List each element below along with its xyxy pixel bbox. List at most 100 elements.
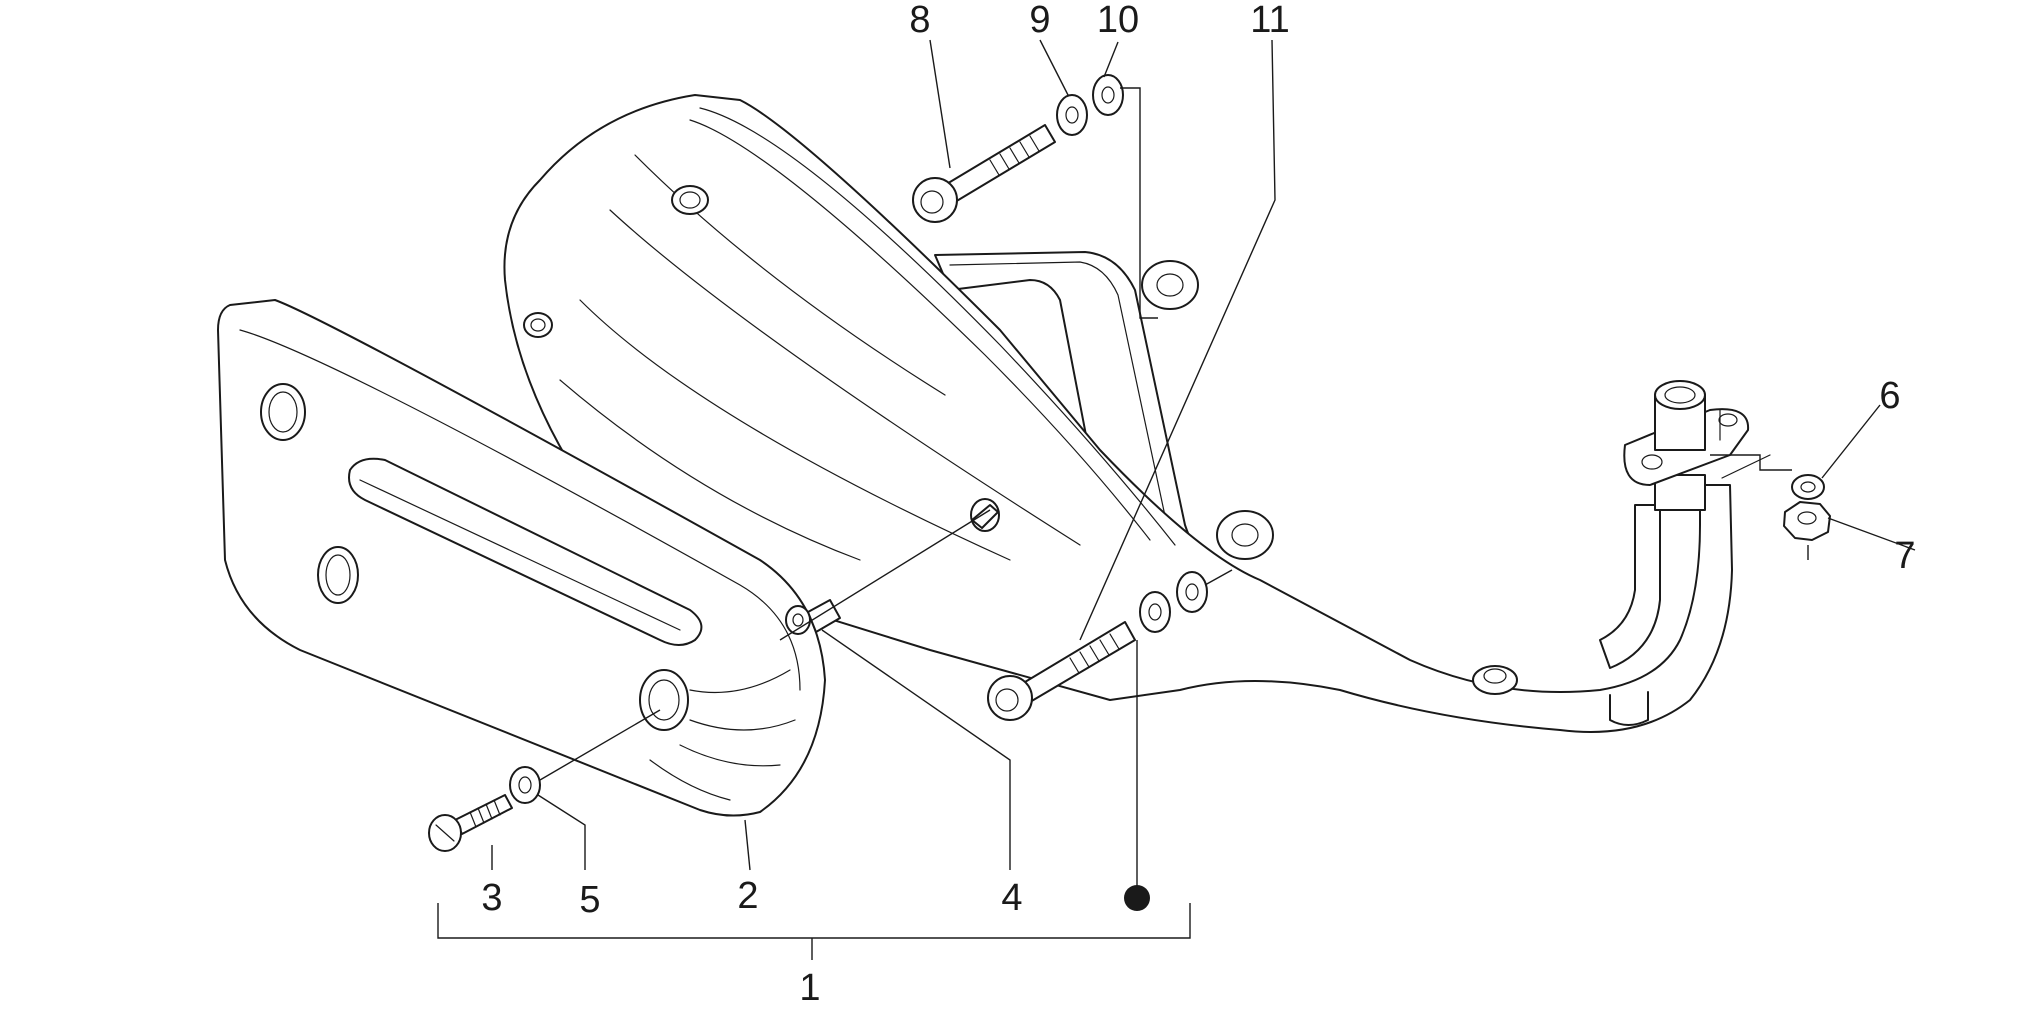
washer-5-inner (518, 776, 532, 794)
muffler-tail-nub (1472, 665, 1518, 695)
washer-5-outer (509, 766, 541, 804)
callout-7: 7 (1894, 535, 1915, 577)
spacer-4-washer (785, 605, 811, 635)
muffler-seam-inner (689, 119, 1151, 541)
muffler-outlet-stub (1609, 691, 1649, 726)
leader-2 (744, 819, 751, 871)
bracket-bushing-upper (1141, 260, 1199, 310)
bolt-8-threads (989, 135, 1040, 176)
heat-shield-inner-rim (239, 329, 801, 691)
bullet-marker (1124, 885, 1150, 911)
nut-7-body (1783, 501, 1831, 541)
washer-6 (1791, 474, 1825, 500)
callout-8: 8 (909, 0, 930, 41)
muffler-contour-2 (609, 209, 1081, 546)
leader-6 (1821, 404, 1881, 479)
callout-9: 9 (1029, 0, 1050, 41)
washer-6-inner (1800, 481, 1816, 493)
heat-shield-hole-top-inner (268, 391, 298, 433)
leader-5 (537, 794, 586, 870)
leader-7 (1827, 517, 1916, 551)
heat-shield (217, 299, 826, 817)
heat-shield-hole-top (260, 383, 306, 441)
assembly-bracket-1 (437, 903, 1191, 960)
muffler-contour-3 (634, 154, 946, 396)
lower-washers (1139, 571, 1208, 633)
bracket-bushing-lower (1216, 510, 1274, 560)
callout-1: 1 (799, 967, 820, 1009)
heat-shield-slot-lip (359, 479, 681, 631)
muffler-boss-top-hole (679, 191, 701, 209)
nut-7-bore (1797, 511, 1817, 525)
lower-washer-a-inner (1148, 603, 1162, 621)
muffler-bracket-edge (949, 261, 1169, 531)
assembly-axis-spacer-4 (779, 509, 991, 641)
spacer-4-washer-hole (792, 613, 804, 627)
header-flange-lead (1719, 409, 1771, 479)
spacer-4 (785, 498, 1000, 635)
callout-2: 2 (737, 875, 758, 917)
bolt-8 (912, 124, 1056, 223)
screw-3-slot (435, 824, 455, 842)
leader-9 (1039, 39, 1069, 96)
heat-shield-hole-bottom-inner (648, 679, 680, 721)
bolt-8-shank (944, 124, 1056, 203)
leader-10 (1103, 41, 1119, 78)
washer-9-inner (1065, 106, 1079, 124)
header-pipe-tube (1599, 504, 1661, 669)
heat-shield-fan-1 (689, 669, 791, 694)
leader-11 (1079, 39, 1276, 641)
muffler-boss-left (523, 312, 553, 338)
assembly-axis-nut (1710, 454, 1809, 560)
lower-washer-a (1139, 591, 1171, 633)
washer-9-outer (1056, 94, 1088, 136)
assembly-axis-lower-bolt (1204, 569, 1233, 586)
heat-shield-hole-middle (317, 546, 359, 604)
callout-6: 6 (1879, 375, 1900, 417)
washer-9 (1056, 94, 1088, 136)
leader-4 (821, 629, 1011, 870)
lower-washer-b (1176, 571, 1208, 613)
heat-shield-fan-4 (649, 759, 731, 801)
muffler-contour-1 (579, 299, 1011, 561)
callout-4: 4 (1001, 877, 1022, 919)
nut-7 (1783, 501, 1831, 541)
heat-shield-hole-middle-inner (325, 554, 351, 596)
assembly-axis-bolt-8 (1120, 87, 1158, 319)
lower-bolt-head-socket (995, 688, 1019, 712)
callout-3: 3 (481, 877, 502, 919)
washer-10-outer (1092, 74, 1124, 116)
washer-5 (509, 766, 541, 804)
callout-5: 5 (579, 879, 600, 921)
bracket-bushing-lower-hole (1231, 523, 1259, 547)
muffler-tail-nub-hole (1483, 668, 1507, 684)
muffler-contour-4 (559, 379, 861, 561)
lower-bolt-threads (1069, 633, 1120, 674)
leader-8 (929, 39, 951, 169)
assembly-axis-screw-3 (539, 709, 661, 781)
header-flange-hole-left (1641, 454, 1663, 470)
washer-6-outer (1791, 474, 1825, 500)
exhaust-header-pipe (1599, 380, 1771, 669)
header-pipe-collar (1654, 474, 1706, 511)
callout-11: 11 (1250, 0, 1289, 41)
screw-3-shank (454, 794, 513, 835)
header-inlet-bore (1664, 386, 1696, 404)
rubber-grommet-cone (971, 504, 999, 529)
heat-shield-hole-bottom (639, 669, 689, 731)
bolt-8-head-socket (920, 190, 944, 214)
lower-bolt-head (987, 675, 1033, 721)
heat-shield-fan-3 (679, 744, 781, 767)
screw-3 (428, 794, 513, 852)
bolt-8-head (912, 177, 958, 223)
muffler-boss-top (671, 185, 709, 215)
muffler-assembly (503, 94, 1733, 733)
bracket-bushing-upper-hole (1156, 273, 1184, 297)
heat-shield-fan-2 (689, 719, 796, 731)
lower-bolt (987, 621, 1136, 721)
screw-3-threads (469, 799, 501, 828)
washer-10-inner (1101, 86, 1115, 104)
muffler-seam (699, 107, 1176, 546)
